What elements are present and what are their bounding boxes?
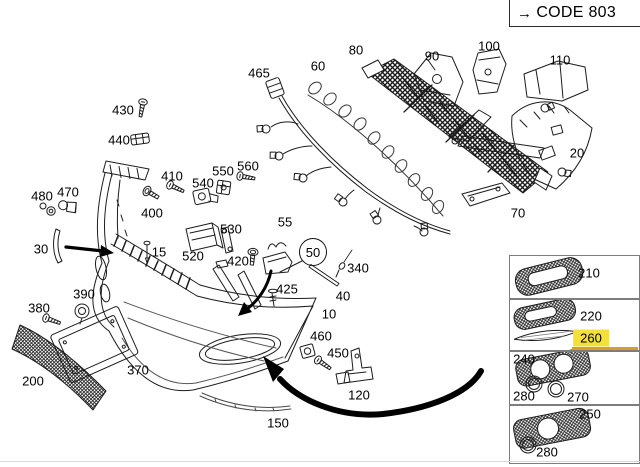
callout-470[interactable]: 470	[57, 184, 79, 200]
callout-440[interactable]: 440	[108, 132, 130, 148]
nut-460-drawing	[299, 343, 316, 359]
callout-530[interactable]: 530	[220, 221, 242, 237]
code-banner: → CODE 803	[509, 0, 640, 27]
page-bottom-divider	[0, 461, 640, 462]
thumb-grille-210	[514, 257, 584, 296]
callout-80[interactable]: 80	[348, 42, 364, 58]
callout-340[interactable]: 340	[347, 260, 369, 276]
piece-30-drawing	[53, 228, 63, 264]
bracket-100-drawing	[472, 48, 507, 95]
callout-120[interactable]: 120	[348, 387, 370, 403]
grommet-480-drawing	[39, 202, 56, 216]
callout-450[interactable]: 450	[327, 345, 349, 361]
callout-30[interactable]: 30	[33, 241, 49, 257]
callout-410[interactable]: 410	[161, 168, 183, 184]
callout-550[interactable]: 550	[212, 163, 234, 179]
strip-150-drawing	[199, 392, 292, 412]
callout-50: 50	[305, 244, 321, 260]
callout-460[interactable]: 460	[310, 328, 332, 344]
callout-370[interactable]: 370	[127, 362, 149, 378]
harness-465-drawing	[255, 77, 573, 238]
bracket-120-drawing	[335, 347, 374, 385]
callout-380[interactable]: 380	[28, 300, 50, 316]
callout-90[interactable]: 90	[424, 48, 440, 64]
thumb-grille-220	[513, 298, 577, 330]
holder-550-drawing	[215, 179, 232, 196]
module-520-drawing	[185, 222, 224, 252]
panel-row-4[interactable]	[509, 404, 640, 464]
callout-50-leader	[279, 260, 303, 273]
arrow-right-icon: →	[517, 4, 533, 22]
pin-340-drawing	[335, 249, 353, 278]
callout-60[interactable]: 60	[310, 58, 326, 74]
code-banner-text: CODE 803	[536, 4, 617, 21]
sensor-470-drawing	[58, 200, 77, 214]
clip-440-drawing	[130, 132, 150, 146]
arrow-swoosh-pointer	[263, 356, 484, 418]
sensor-540-drawing	[192, 187, 219, 206]
callout-100[interactable]: 100	[478, 38, 500, 54]
callout-480[interactable]: 480	[31, 188, 53, 204]
callout-200[interactable]: 200	[22, 373, 44, 389]
clip-55-drawing	[262, 242, 293, 275]
grommet-390-drawing	[74, 303, 90, 325]
callout-520[interactable]: 520	[182, 248, 204, 264]
panel-row-1[interactable]	[509, 255, 640, 300]
absorber-60-drawing	[307, 81, 445, 217]
strip-40-drawing	[308, 264, 340, 287]
panel-label-220[interactable]: 220	[580, 308, 602, 324]
callout-110[interactable]: 110	[549, 52, 571, 68]
grille-200-drawing	[11, 324, 107, 411]
bracket-110-drawing	[523, 60, 589, 102]
panel-label-210[interactable]: 210	[578, 265, 600, 281]
callout-425[interactable]: 425	[276, 281, 298, 297]
callout-465[interactable]: 465	[248, 65, 270, 81]
panel-label-240[interactable]: 240	[513, 351, 535, 367]
bumper-cover-drawing	[92, 160, 317, 392]
screw-430-drawing	[135, 97, 149, 119]
clip-425-drawing	[268, 288, 278, 307]
panel-label-260-highlighted[interactable]: 260	[573, 329, 609, 347]
callout-20[interactable]: 20	[569, 145, 585, 161]
callout-50-circle[interactable]: 50	[299, 238, 327, 266]
callout-40[interactable]: 40	[335, 288, 351, 304]
bracket-90-drawing	[413, 52, 464, 107]
side-piece-20-drawing	[448, 101, 593, 190]
callout-430[interactable]: 430	[112, 102, 134, 118]
bracket-70-drawing	[461, 182, 511, 207]
callout-390[interactable]: 390	[73, 286, 95, 302]
panel-label-250[interactable]: 250	[579, 406, 601, 422]
callout-70[interactable]: 70	[510, 205, 526, 221]
callout-55[interactable]: 55	[277, 214, 293, 230]
arrow-420-pointer	[238, 269, 273, 316]
callout-15[interactable]: 15	[151, 244, 167, 260]
callout-400[interactable]: 400	[141, 205, 163, 221]
bolt-400-drawing	[140, 184, 162, 203]
panel-label-280b[interactable]: 280	[536, 444, 558, 460]
callout-150[interactable]: 150	[267, 415, 289, 431]
plate-bracket-370-drawing	[50, 306, 139, 383]
arrow-30-pointer	[64, 245, 114, 257]
panel-label-280a[interactable]: 280	[513, 388, 535, 404]
selected-part-underline	[572, 347, 638, 350]
callout-10[interactable]: 10	[321, 306, 337, 322]
crossmember-80-drawing	[361, 58, 553, 194]
callout-560[interactable]: 560	[237, 158, 259, 174]
callout-420[interactable]: 420	[227, 253, 249, 269]
pin-15-drawing	[143, 240, 151, 264]
bracket-530-drawing	[220, 226, 234, 254]
panel-label-270[interactable]: 270	[567, 389, 589, 405]
callout-540[interactable]: 540	[192, 175, 214, 191]
